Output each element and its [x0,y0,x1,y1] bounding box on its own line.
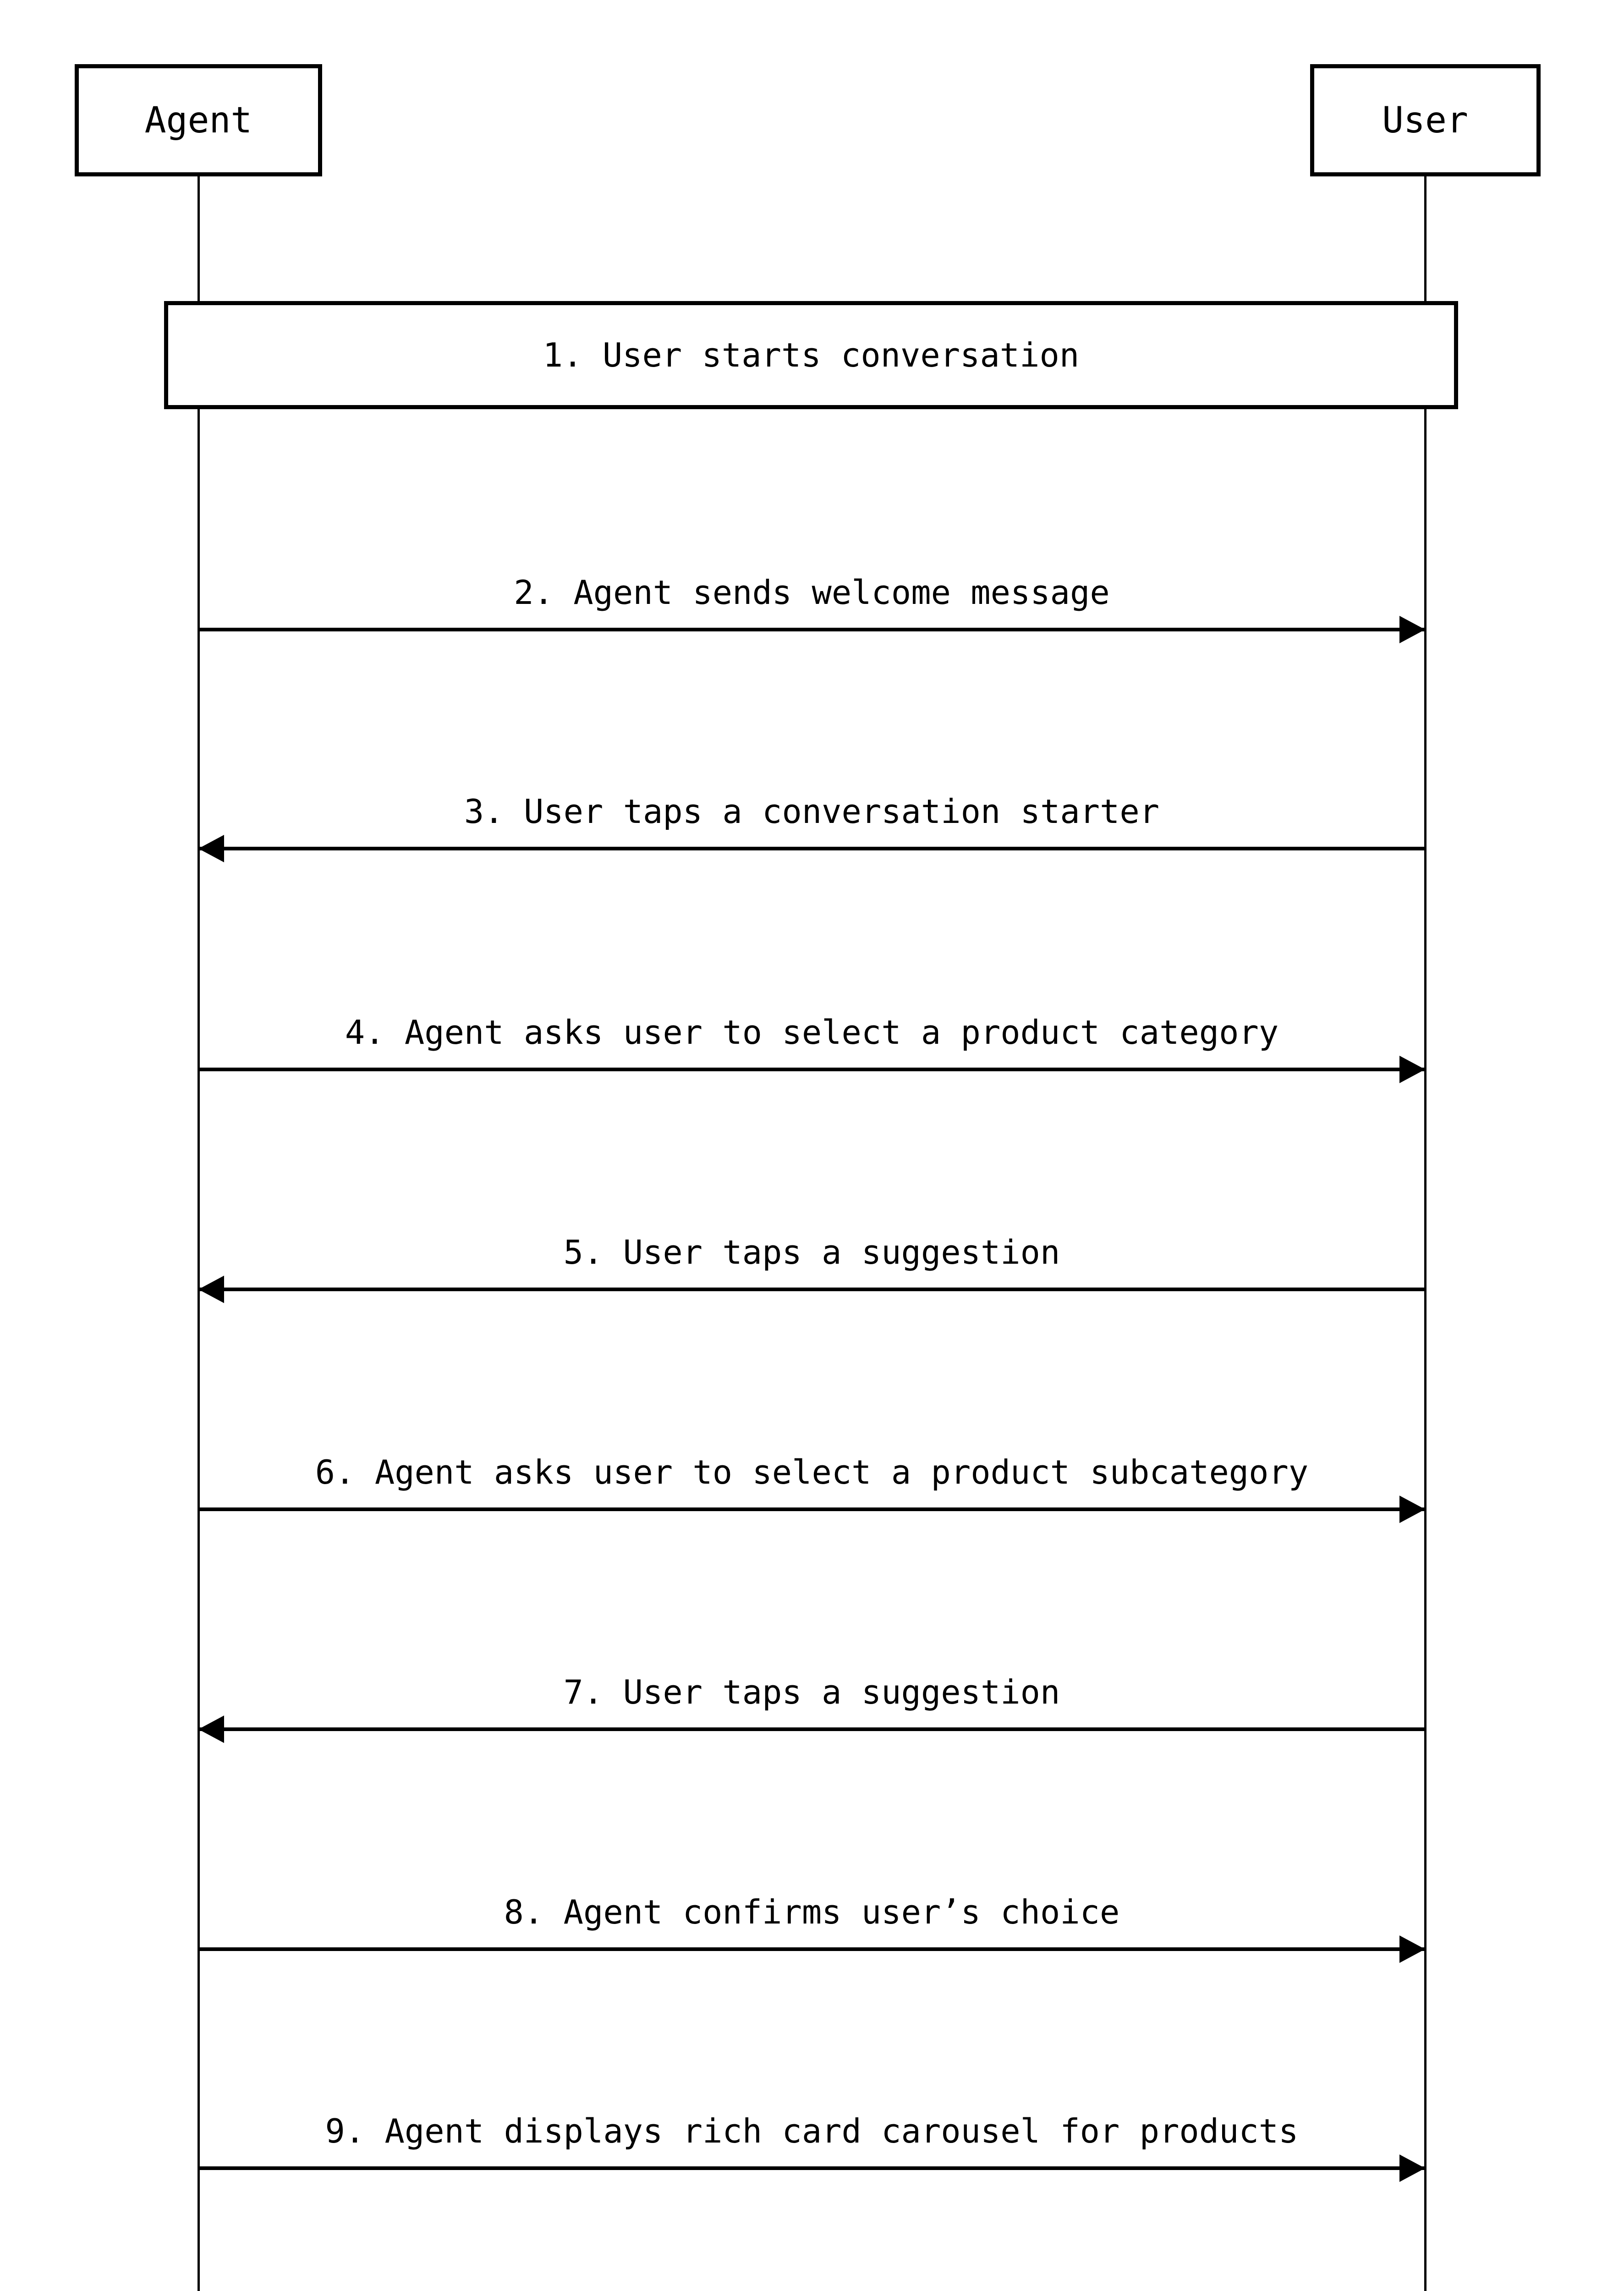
message-label-6: 6. Agent asks user to select a product s… [315,1453,1309,1491]
message-line-7 [198,1727,1425,1731]
arrowhead-right-4 [1399,1056,1425,1083]
arrowhead-right-2 [1399,616,1425,643]
message-label-3: 3. User taps a conversation starter [464,792,1160,831]
message-box-1: 1. User starts conversation [164,301,1458,409]
arrowhead-right-9 [1399,2154,1425,2182]
message-line-6 [198,1507,1425,1511]
message-label-2: 2. Agent sends welcome message [514,573,1110,612]
arrowhead-left-7 [198,1716,224,1743]
message-line-3 [198,847,1425,850]
actor-label-agent: Agent [144,99,252,141]
message-label-4: 4. Agent asks user to select a product c… [345,1013,1279,1052]
message-line-4 [198,1068,1425,1071]
arrowhead-right-6 [1399,1496,1425,1523]
message-line-5 [198,1288,1425,1291]
lifeline-user [1424,176,1426,2291]
message-line-9 [198,2166,1425,2170]
arrowhead-left-5 [198,1276,224,1303]
message-label-5: 5. User taps a suggestion [563,1233,1060,1272]
message-line-2 [198,628,1425,631]
arrowhead-left-3 [198,835,224,862]
actor-box-user-top: User [1310,64,1541,176]
arrowhead-right-8 [1399,1935,1425,1963]
actor-label-user: User [1382,99,1468,141]
message-label-1: 1. User starts conversation [543,335,1080,374]
message-label-8: 8. Agent confirms user’s choice [504,1893,1120,1931]
message-line-8 [198,1947,1425,1951]
message-label-9: 9. Agent displays rich card carousel for… [325,2112,1299,2150]
actor-box-agent-top: Agent [75,64,322,176]
message-label-7: 7. User taps a suggestion [563,1673,1060,1711]
lifeline-agent [198,176,200,2291]
